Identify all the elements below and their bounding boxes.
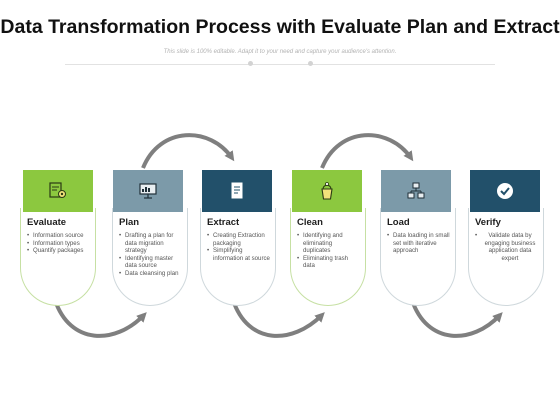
report-document-icon (231, 182, 243, 199)
step-card-clean: Clean Identifying and eliminating duplic… (290, 208, 366, 306)
step-bullets: Identifying and eliminating duplicates E… (297, 232, 361, 270)
step-card-evaluate: Evaluate Information source Information … (20, 208, 96, 306)
divider-dot-left (248, 61, 253, 66)
step-title: Clean (297, 217, 323, 228)
step-card-verify: Verify Validate data by engaging busines… (468, 208, 544, 306)
step-title: Load (387, 217, 410, 228)
step-title: Extract (207, 217, 240, 228)
step-card-extract: Extract Creating Extraction packaging Si… (200, 208, 276, 306)
bullet-item: Quantify packages (27, 247, 91, 255)
step-bullets: Information source Information types Qua… (27, 232, 91, 255)
presentation-board-icon (139, 183, 157, 199)
document-gear-icon (49, 182, 66, 198)
bullet-item: Drafting a plan for data migration strat… (119, 232, 183, 255)
bullet-item: Validate data by engaging business appli… (475, 232, 539, 262)
step-title: Evaluate (27, 217, 67, 228)
step-header-verify (470, 170, 540, 212)
step-header-evaluate (23, 170, 93, 212)
arrow-plan-to-extract (141, 133, 235, 169)
bullet-item: Simplifying information at source (207, 247, 271, 262)
bullet-item: Information source (27, 232, 91, 240)
title-divider (65, 64, 495, 65)
bullet-item: Data loading in small set with iterative… (387, 232, 451, 255)
step-bullets: Data loading in small set with iterative… (387, 232, 451, 255)
step-bullets: Creating Extraction packaging Simplifyin… (207, 232, 271, 262)
bullet-item: Information types (27, 240, 91, 248)
step-header-clean (292, 170, 362, 212)
bullet-item: Identifying and eliminating duplicates (297, 232, 361, 255)
step-title: Verify (475, 217, 501, 228)
step-card-load: Load Data loading in small set with iter… (380, 208, 456, 306)
step-card-plan: Plan Drafting a plan for data migration … (112, 208, 188, 306)
step-title: Plan (119, 217, 140, 228)
bullet-item: Creating Extraction packaging (207, 232, 271, 247)
arrow-load-to-verify (410, 299, 503, 338)
step-header-plan (113, 170, 183, 212)
step-header-extract (202, 170, 272, 212)
step-bullets: Validate data by engaging business appli… (475, 232, 539, 262)
bullet-item: Identifying master data source (119, 255, 183, 270)
arrow-extract-to-clean (231, 299, 325, 338)
bullet-item: Data cleansing plan (119, 270, 183, 278)
network-servers-icon (407, 182, 425, 199)
step-bullets: Drafting a plan for data migration strat… (119, 232, 183, 278)
arrow-clean-to-load (320, 133, 414, 169)
page-title: Data Transformation Process with Evaluat… (0, 16, 560, 38)
arrow-evaluate-to-plan (53, 299, 147, 338)
cleaning-bucket-icon (321, 182, 333, 200)
page-subtitle: This slide is 100% editable. Adapt it to… (163, 49, 397, 55)
checkmark-circle-icon (497, 183, 513, 199)
divider-dot-right (308, 61, 313, 66)
step-header-load (381, 170, 451, 212)
bullet-item: Eliminating trash data (297, 255, 361, 270)
